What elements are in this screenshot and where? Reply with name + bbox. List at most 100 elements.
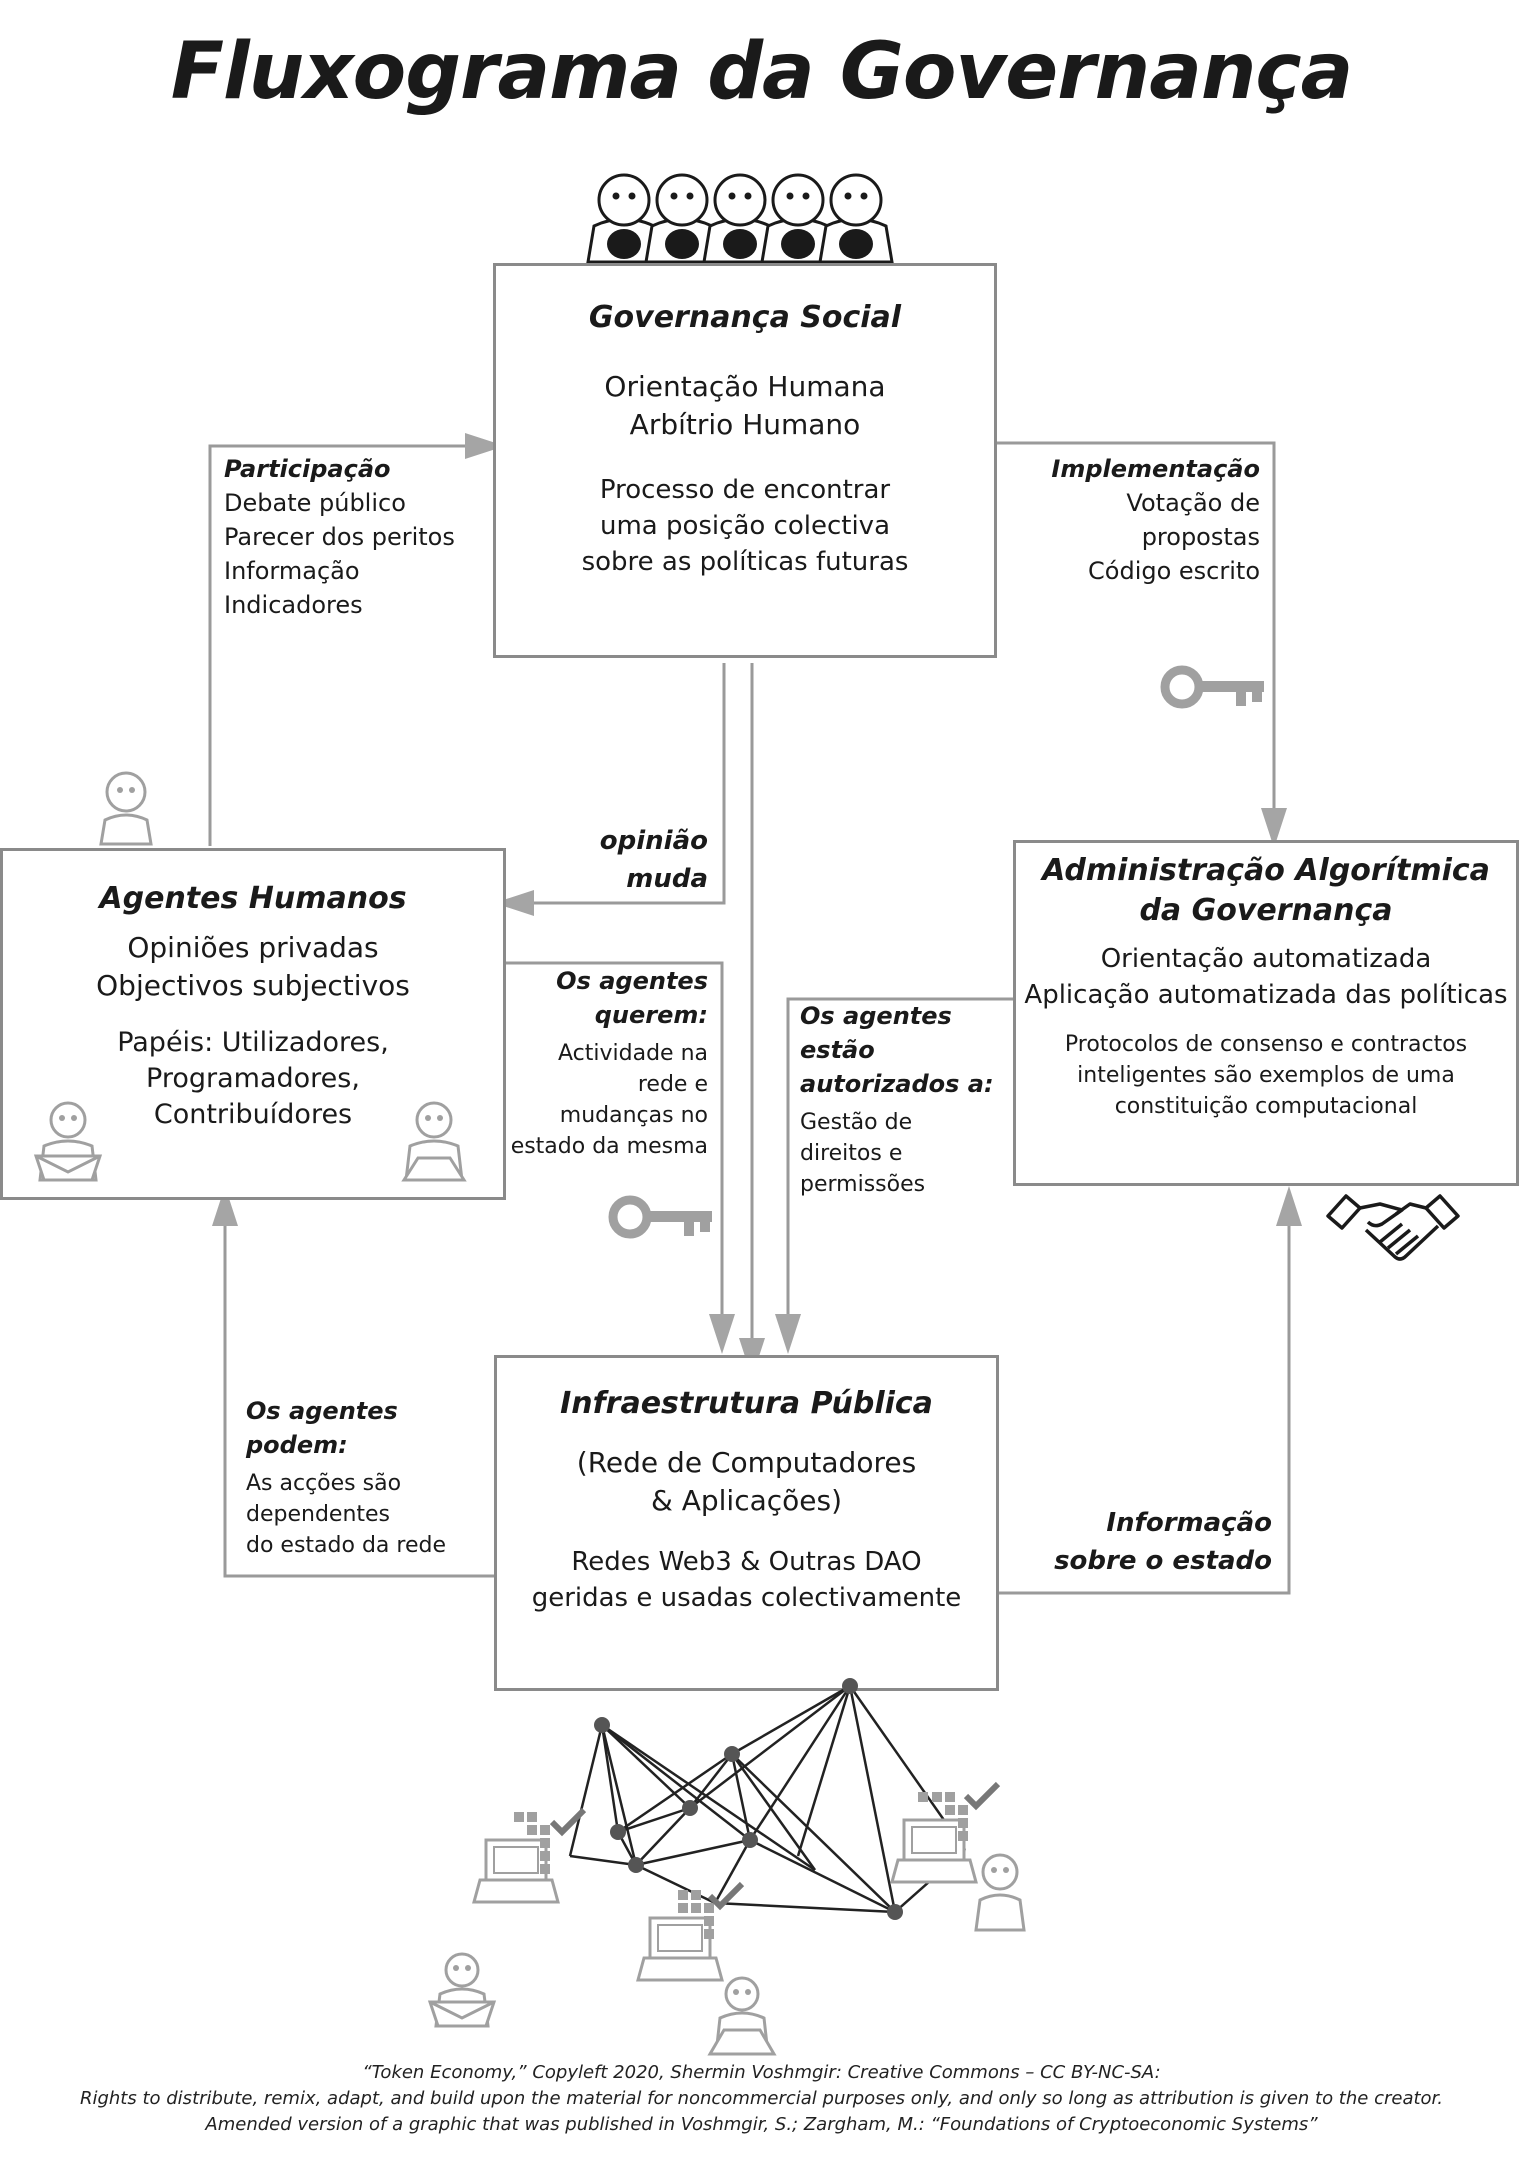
person-icon bbox=[974, 1853, 1026, 1932]
computer-icon bbox=[472, 1807, 587, 1904]
want-h2: querem: bbox=[594, 1001, 708, 1029]
authorized-label: Os agentes estão autorizados a: Gestão d… bbox=[800, 999, 1010, 1200]
stateinfo-arrowhead bbox=[1276, 1186, 1302, 1226]
implementation-item: Votação de bbox=[1126, 489, 1260, 517]
can-label: Os agentes podem: As acções são dependen… bbox=[246, 1394, 486, 1561]
participation-label: Participação Debate público Parecer dos … bbox=[224, 452, 484, 622]
humans-p1: Papéis: Utilizadores, bbox=[117, 1027, 389, 1058]
humans-title: Agentes Humanos bbox=[99, 881, 407, 916]
humans-line2: Objectivos subjectivos bbox=[96, 969, 410, 1002]
want-label: Os agentes querem: Actividade na rede e … bbox=[508, 964, 708, 1162]
stateinfo-connector bbox=[997, 1210, 1291, 1595]
humans-p2: Programadores, bbox=[146, 1063, 360, 1094]
person-laptop-icon bbox=[401, 1101, 467, 1182]
authorized-arrowhead bbox=[775, 1314, 801, 1354]
want-item: estado da mesma bbox=[510, 1134, 708, 1159]
participation-heading: Participação bbox=[224, 455, 391, 483]
implementation-item: Código escrito bbox=[1088, 557, 1260, 585]
authorized-h2: estão bbox=[800, 1036, 875, 1064]
participation-item: Indicadores bbox=[224, 591, 363, 619]
authorized-connector bbox=[786, 997, 1015, 1332]
authorized-item: permissões bbox=[800, 1172, 926, 1197]
admin-p3: constituição computacional bbox=[1114, 1094, 1418, 1119]
computer-icon bbox=[890, 1781, 1001, 1884]
social-line2: Arbítrio Humano bbox=[629, 408, 861, 441]
person-laptop-icon bbox=[33, 1101, 103, 1182]
person-laptop-icon bbox=[427, 1952, 497, 2028]
social-line1: Orientação Humana bbox=[604, 370, 886, 403]
computer-icon bbox=[636, 1881, 745, 1982]
stateinfo-l2: sobre o estado bbox=[1054, 1546, 1272, 1576]
infra-p2: geridas e usadas colectivamente bbox=[531, 1583, 962, 1613]
stateinfo-l1: Informação bbox=[1106, 1508, 1272, 1538]
network-nodes bbox=[594, 1678, 903, 1920]
stateinfo-label: Informação sobre o estado bbox=[1010, 1504, 1272, 1580]
person-icon bbox=[99, 771, 153, 846]
implementation-arrowhead bbox=[1261, 808, 1287, 848]
participation-item: Debate público bbox=[224, 489, 406, 517]
social-p1: Processo de encontrar bbox=[599, 475, 891, 505]
participation-item: Parecer dos peritos bbox=[224, 523, 455, 551]
can-item: As acções são bbox=[246, 1471, 402, 1496]
network-graphic bbox=[427, 1678, 1026, 2056]
can-item: dependentes bbox=[246, 1502, 391, 1527]
infra-title: Infraestrutura Pública bbox=[560, 1386, 933, 1421]
social-title: Governança Social bbox=[588, 300, 902, 335]
participation-connector bbox=[208, 444, 482, 846]
admin-title2: da Governança bbox=[1139, 893, 1393, 928]
want-h1: Os agentes bbox=[556, 967, 708, 995]
admin-line1: Orientação automatizada bbox=[1100, 944, 1432, 974]
human-agents-box: Agentes Humanos Opiniões privadas Object… bbox=[0, 848, 506, 1200]
admin-p2: inteligentes são exemplos de uma bbox=[1077, 1063, 1455, 1088]
implementation-label: Implementação Votação de propostas Códig… bbox=[1000, 452, 1260, 588]
opinion-l2: muda bbox=[626, 864, 708, 894]
can-item: do estado da rede bbox=[246, 1533, 446, 1558]
admin-title1: Administração Algorítmica bbox=[1042, 853, 1490, 888]
want-item: rede e bbox=[637, 1072, 708, 1097]
page-title: Fluxograma da Governança bbox=[170, 27, 1353, 117]
opinion-label: opinião muda bbox=[560, 822, 708, 898]
authorized-h3: autorizados a: bbox=[800, 1070, 994, 1098]
admin-line2: Aplicação automatizada das políticas bbox=[1024, 980, 1508, 1010]
opinion-connector bbox=[518, 663, 726, 905]
public-infrastructure-box: Infraestrutura Pública (Rede de Computad… bbox=[494, 1355, 999, 1691]
want-item: Actividade na bbox=[558, 1041, 708, 1066]
key-icon bbox=[1160, 665, 1264, 709]
can-connector bbox=[223, 1210, 496, 1578]
admin-p1: Protocolos de consenso e contractos bbox=[1064, 1032, 1468, 1057]
opinion-arrowhead bbox=[494, 890, 534, 916]
social-p3: sobre as políticas futuras bbox=[581, 547, 909, 577]
credit: “Token Economy,” Copyleft 2020, Shermin … bbox=[0, 2060, 1523, 2138]
implementation-heading: Implementação bbox=[1051, 455, 1260, 483]
person-laptop-icon bbox=[707, 1976, 777, 2056]
algorithmic-admin-box: Administração Algorítmica da Governança … bbox=[1013, 840, 1519, 1186]
participation-arrowhead bbox=[465, 433, 505, 459]
humans-line1: Opiniões privadas bbox=[127, 931, 379, 964]
crowd-icon bbox=[586, 173, 894, 264]
want-arrowhead bbox=[709, 1314, 735, 1354]
authorized-h1: Os agentes bbox=[800, 1002, 952, 1030]
want-connector bbox=[506, 961, 724, 1332]
opinion-l1: opinião bbox=[599, 826, 708, 856]
credit-line3: Amended version of a graphic that was pu… bbox=[205, 2114, 1318, 2135]
credit-line2: Rights to distribute, remix, adapt, and … bbox=[79, 2088, 1444, 2109]
participation-item: Informação bbox=[224, 557, 360, 585]
infra-p1: Redes Web3 & Outras DAO bbox=[571, 1547, 922, 1577]
can-h2: podem: bbox=[246, 1431, 348, 1459]
network-edges bbox=[568, 1684, 967, 1914]
authorized-item: direitos e bbox=[800, 1141, 903, 1166]
social-p2: uma posição colectiva bbox=[599, 511, 891, 541]
key-icon bbox=[608, 1195, 712, 1239]
implementation-item: propostas bbox=[1141, 523, 1260, 551]
infra-line1: (Rede de Computadores bbox=[576, 1446, 917, 1479]
humans-p3: Contribuídores bbox=[153, 1099, 353, 1130]
implementation-connector bbox=[992, 441, 1276, 826]
credit-line1: “Token Economy,” Copyleft 2020, Shermin … bbox=[362, 2062, 1161, 2083]
want-item: mudanças no bbox=[559, 1103, 708, 1128]
can-h1: Os agentes bbox=[246, 1397, 398, 1425]
handshake-icon bbox=[1326, 1194, 1460, 1261]
can-arrowhead bbox=[212, 1186, 238, 1226]
authorized-item: Gestão de bbox=[800, 1110, 913, 1135]
infra-line2: & Aplicações) bbox=[650, 1484, 843, 1517]
social-governance-box: Governança Social Orientação Humana Arbí… bbox=[493, 263, 997, 658]
